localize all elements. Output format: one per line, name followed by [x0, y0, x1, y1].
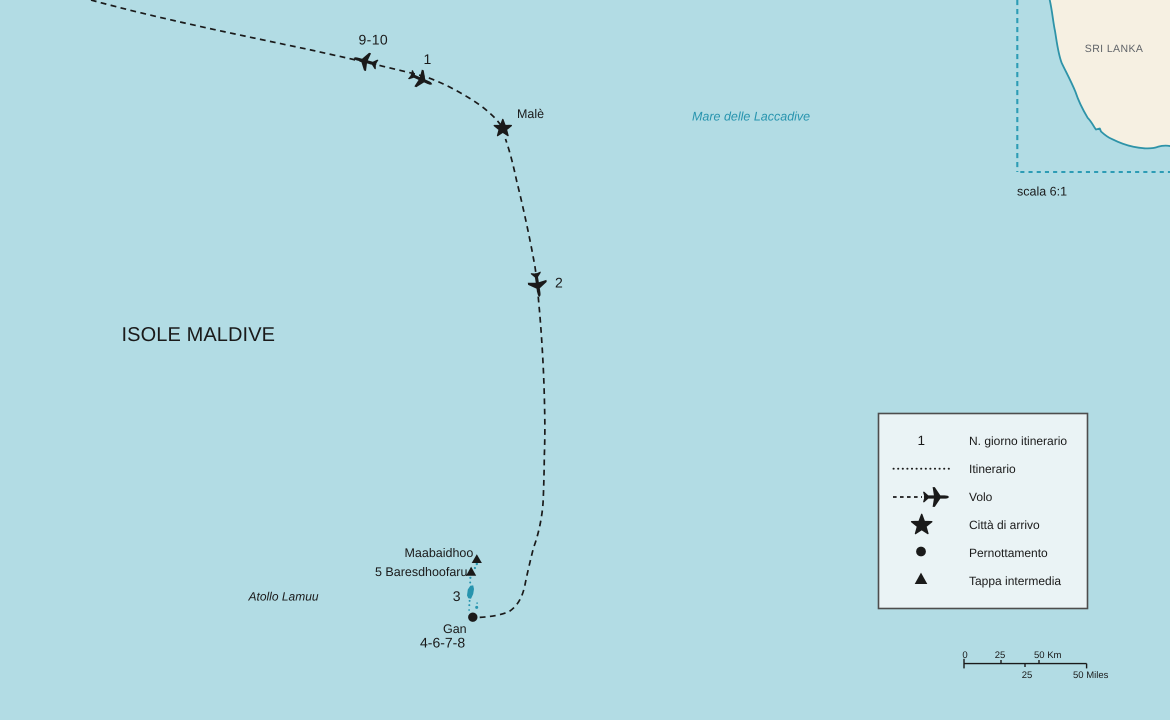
svg-text:Maabaidhoo: Maabaidhoo — [405, 546, 474, 560]
svg-text:Itinerario: Itinerario — [969, 462, 1016, 476]
svg-text:4-6-7-8: 4-6-7-8 — [420, 635, 465, 651]
svg-text:SRI LANKA: SRI LANKA — [1085, 43, 1143, 55]
svg-text:ISOLE MALDIVE: ISOLE MALDIVE — [122, 324, 276, 346]
svg-text:2: 2 — [555, 275, 563, 291]
svg-text:1: 1 — [424, 51, 432, 67]
svg-text:N. giorno itinerario: N. giorno itinerario — [969, 434, 1067, 448]
svg-text:9-10: 9-10 — [359, 32, 389, 48]
svg-text:Atollo Lamuu: Atollo Lamuu — [248, 590, 319, 604]
svg-text:0: 0 — [962, 650, 967, 661]
svg-text:1: 1 — [918, 433, 926, 448]
svg-text:scala 6:1: scala 6:1 — [1017, 185, 1067, 199]
svg-text:50 Miles: 50 Miles — [1073, 670, 1109, 681]
svg-text:25: 25 — [1022, 670, 1033, 681]
svg-text:Gan: Gan — [443, 622, 467, 636]
svg-text:Tappa intermedia: Tappa intermedia — [969, 574, 1061, 588]
svg-text:Malè: Malè — [517, 107, 544, 121]
svg-text:50 Km: 50 Km — [1034, 650, 1062, 661]
svg-text:Città di arrivo: Città di arrivo — [969, 518, 1040, 532]
svg-text:Volo: Volo — [969, 490, 993, 504]
svg-text:5 Baresdhoofaru: 5 Baresdhoofaru — [375, 565, 467, 579]
svg-text:25: 25 — [995, 650, 1006, 661]
svg-text:Mare delle Laccadive: Mare delle Laccadive — [692, 110, 810, 124]
svg-text:Pernottamento: Pernottamento — [969, 546, 1048, 560]
svg-text:3: 3 — [453, 588, 461, 604]
